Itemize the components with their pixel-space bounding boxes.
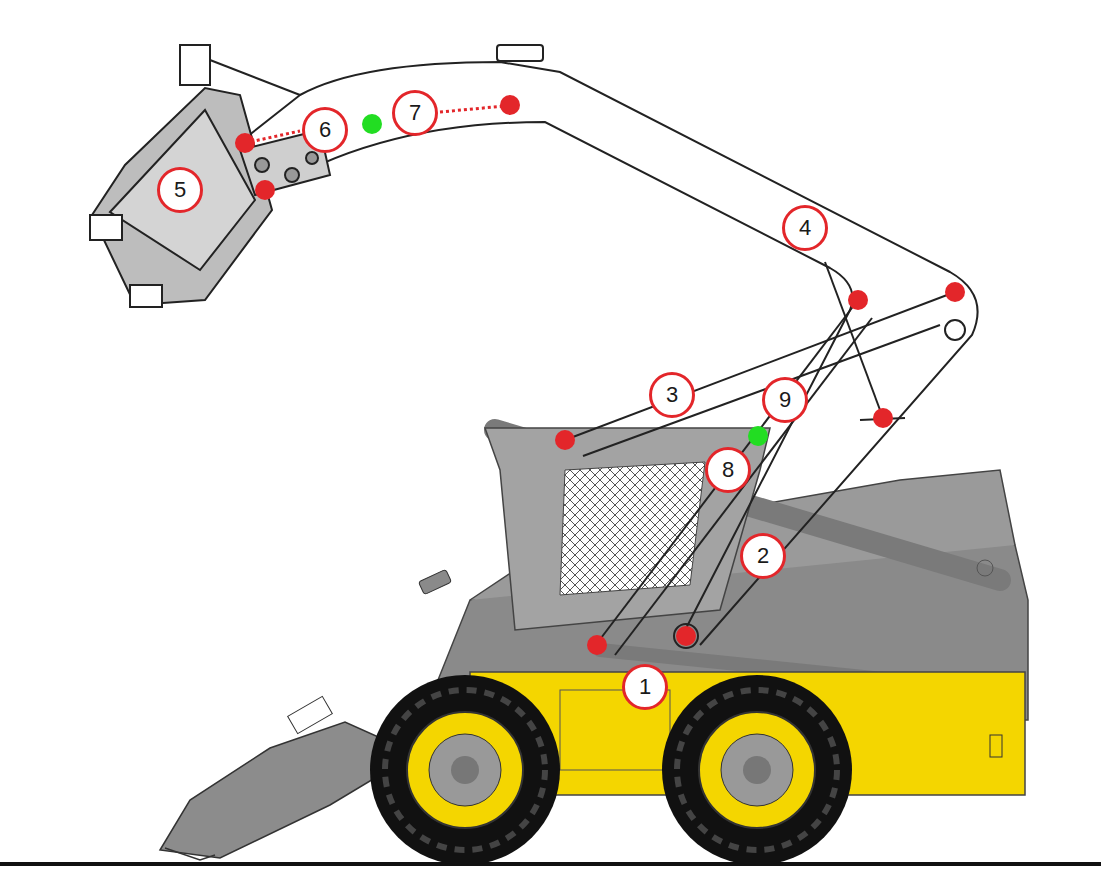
drawing-part bbox=[674, 624, 698, 648]
callout-text: 8 bbox=[722, 459, 734, 481]
drawing-part bbox=[873, 408, 893, 428]
cab bbox=[485, 428, 770, 630]
chassis-light bbox=[990, 735, 1002, 757]
callout-number: 7 bbox=[392, 90, 438, 136]
rear-wheel bbox=[662, 675, 852, 865]
drawing-part bbox=[385, 690, 545, 850]
callout-number: 6 bbox=[302, 107, 348, 153]
callout-text: 4 bbox=[799, 217, 811, 239]
drawing-part bbox=[407, 712, 523, 828]
drawing-part bbox=[743, 756, 771, 784]
drawing-part bbox=[370, 675, 560, 865]
callout-number: 3 bbox=[649, 372, 695, 418]
drawing-part bbox=[255, 180, 275, 200]
front-wheel bbox=[370, 675, 560, 865]
green-dots bbox=[362, 114, 768, 446]
drawing-part bbox=[587, 635, 607, 655]
callout-number: 2 bbox=[740, 533, 786, 579]
pivot bbox=[977, 560, 993, 576]
drawing-part bbox=[235, 133, 255, 153]
drawing-part bbox=[268, 122, 853, 640]
drawing-part bbox=[451, 756, 479, 784]
drawing-part bbox=[130, 285, 162, 307]
callout-text: 1 bbox=[639, 676, 651, 698]
drawing-part bbox=[662, 675, 852, 865]
drawing-part bbox=[555, 430, 575, 450]
grab-handle bbox=[418, 569, 451, 594]
callout-number: 1 bbox=[622, 664, 668, 710]
drawing-part bbox=[362, 114, 382, 134]
drawing-part bbox=[205, 62, 978, 645]
bucket-tab bbox=[288, 696, 333, 733]
drawing-part bbox=[598, 300, 858, 642]
drawing-part bbox=[306, 152, 318, 164]
drawing-part bbox=[699, 712, 815, 828]
leader-line bbox=[440, 106, 505, 112]
arm-handle bbox=[497, 45, 543, 61]
drawing-part bbox=[945, 282, 965, 302]
drawing-part bbox=[721, 734, 793, 806]
callout-text: 7 bbox=[409, 102, 421, 124]
drawing-part bbox=[677, 690, 837, 850]
callout-text: 6 bbox=[319, 119, 331, 141]
callout-number: 4 bbox=[782, 205, 828, 251]
drawing-part bbox=[848, 290, 868, 310]
drawing-part bbox=[210, 60, 300, 95]
drawing-part bbox=[255, 158, 269, 172]
raised-arm bbox=[205, 62, 978, 655]
pivot-dots bbox=[235, 95, 965, 655]
bucket-edge bbox=[165, 848, 215, 860]
lowered-bucket bbox=[160, 722, 385, 858]
callout-text: 3 bbox=[666, 384, 678, 406]
drawing-part bbox=[285, 168, 299, 182]
drawing-part bbox=[429, 734, 501, 806]
drawing-part bbox=[92, 88, 272, 305]
drawing-part bbox=[500, 95, 520, 115]
drawing-part bbox=[110, 110, 255, 270]
drawing-part bbox=[180, 45, 210, 85]
callout-number: 8 bbox=[705, 447, 751, 493]
callout-text: 2 bbox=[757, 545, 769, 567]
drawing-part bbox=[676, 626, 696, 646]
callout-text: 9 bbox=[779, 389, 791, 411]
callout-number: 5 bbox=[157, 167, 203, 213]
drawing-part bbox=[945, 320, 965, 340]
drawing-part bbox=[583, 325, 940, 456]
drawing-part bbox=[565, 292, 955, 440]
drawing-part bbox=[748, 426, 768, 446]
drawing-part bbox=[615, 318, 872, 655]
callout-text: 5 bbox=[174, 179, 186, 201]
drawing-part bbox=[90, 215, 122, 240]
drawing-part bbox=[825, 262, 883, 418]
ground-line bbox=[0, 862, 1101, 866]
raised-bucket bbox=[90, 45, 330, 307]
callout-number: 9 bbox=[762, 377, 808, 423]
